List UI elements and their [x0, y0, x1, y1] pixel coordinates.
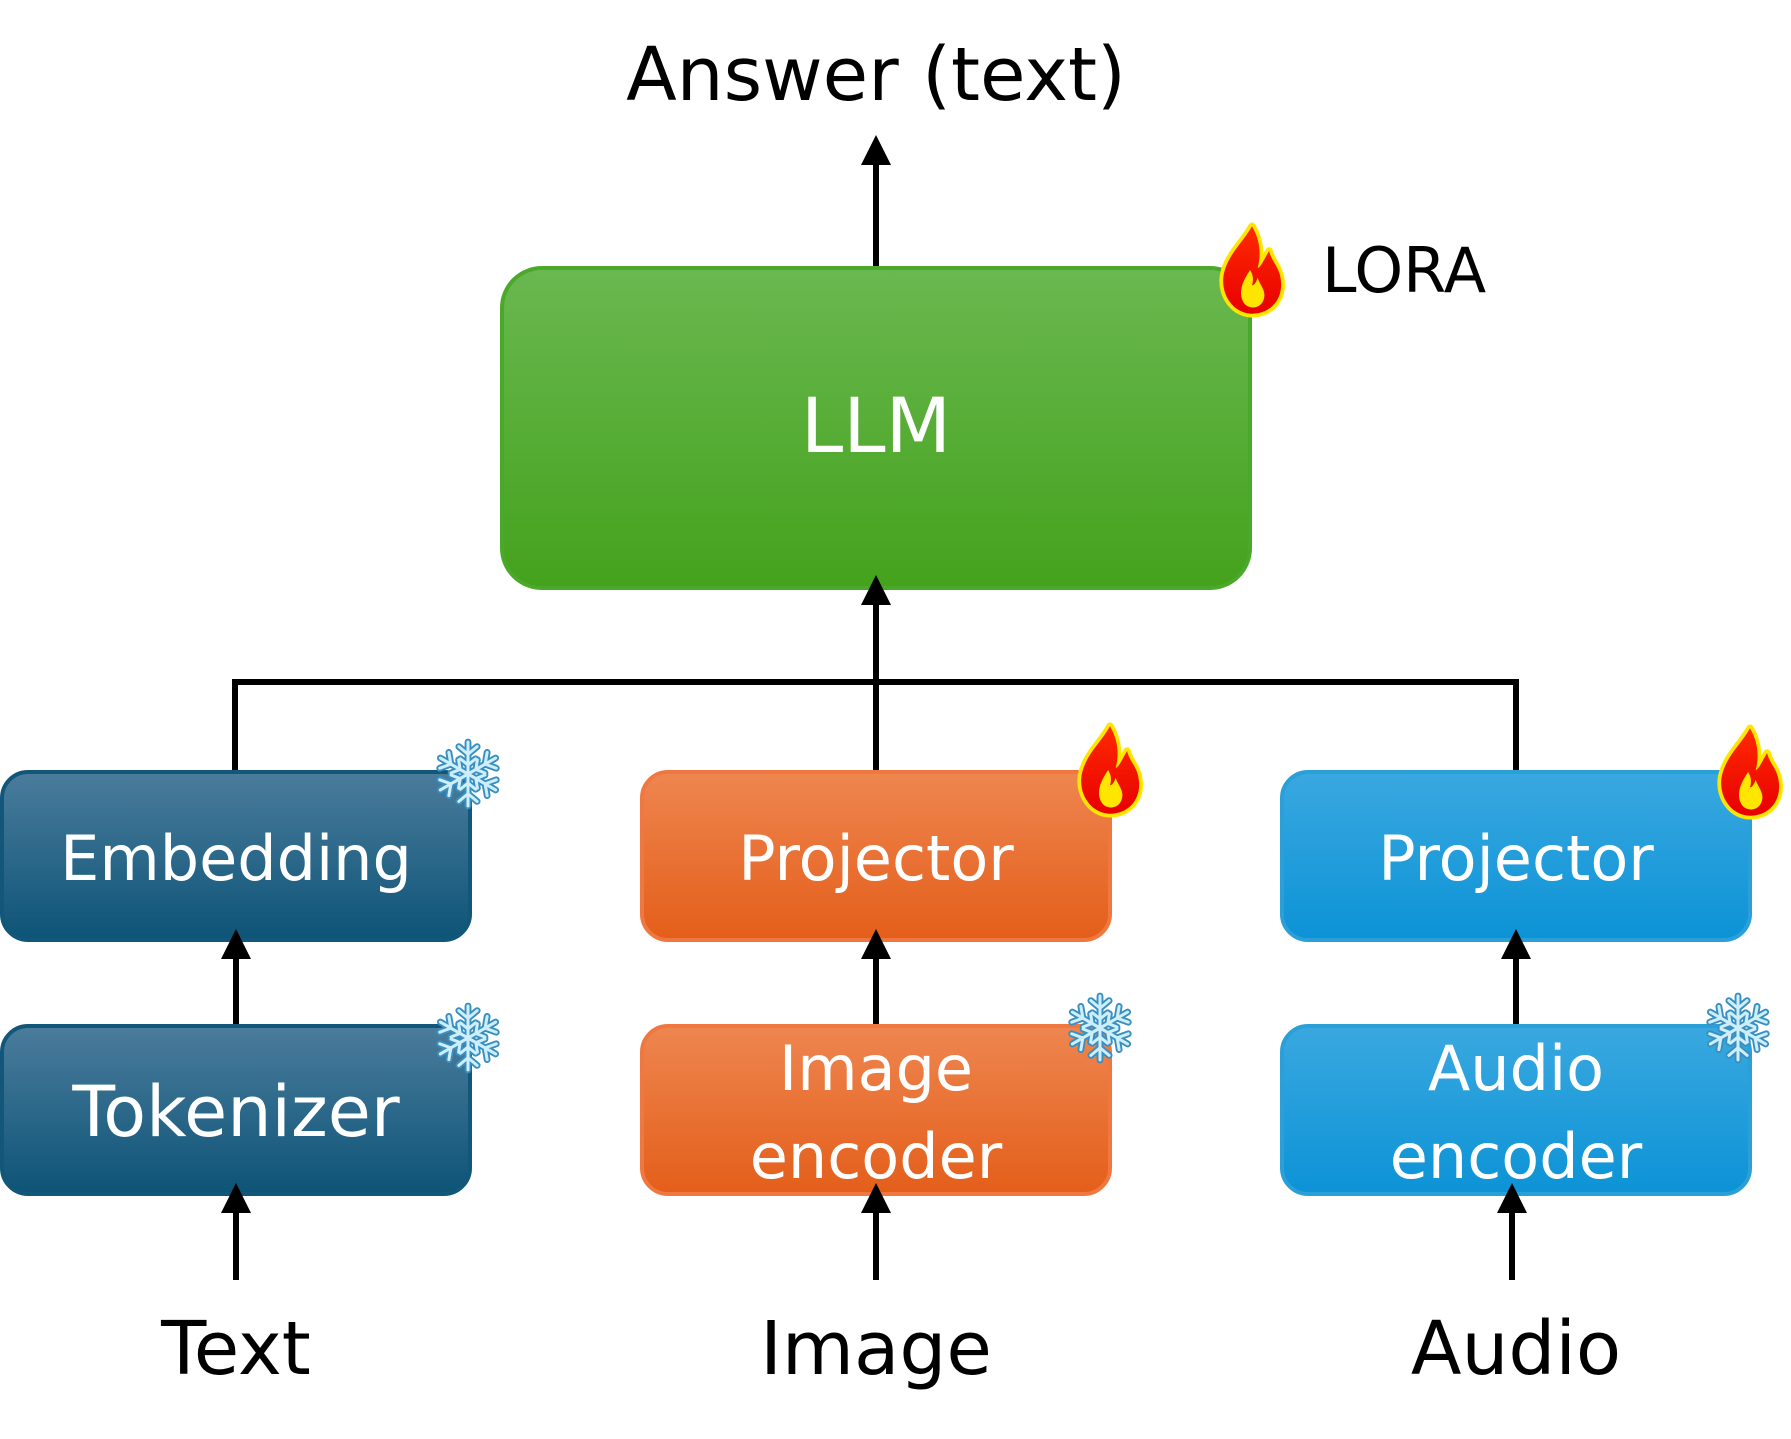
fire-icon: [1223, 226, 1281, 313]
tokenizer-label: Tokenizer: [71, 1071, 399, 1153]
tokenizer-block: Tokenizer: [0, 1024, 472, 1196]
llm-block: LLM: [500, 266, 1252, 590]
image-input-label: Image: [760, 1306, 992, 1392]
audio-projector-block: Projector: [1280, 770, 1752, 942]
fire-icon: [1721, 728, 1779, 815]
text-input-label: Text: [160, 1306, 311, 1392]
audio-encoder-block: Audio encoder: [1280, 1024, 1752, 1196]
image-encoder-label-line1: Image: [779, 1032, 973, 1105]
audio-input-label: Audio: [1411, 1306, 1621, 1392]
lora-label: LORA: [1322, 234, 1486, 307]
output-label: Answer (text): [626, 32, 1126, 118]
image-projector-label: Projector: [738, 822, 1014, 895]
audio-encoder-label-line1: Audio: [1428, 1032, 1604, 1105]
embedding-block: Embedding: [0, 770, 472, 942]
fire-icon: [1081, 726, 1139, 813]
image-encoder-label-line2: encoder: [750, 1120, 1003, 1193]
audio-projector-label: Projector: [1378, 822, 1654, 895]
image-projector-block: Projector: [640, 770, 1112, 942]
llm-label: LLM: [801, 381, 951, 470]
embedding-label: Embedding: [60, 822, 412, 895]
merge-bus-line: [232, 679, 1519, 772]
image-encoder-block: Image encoder: [640, 1024, 1112, 1196]
audio-encoder-label-line2: encoder: [1390, 1120, 1643, 1193]
